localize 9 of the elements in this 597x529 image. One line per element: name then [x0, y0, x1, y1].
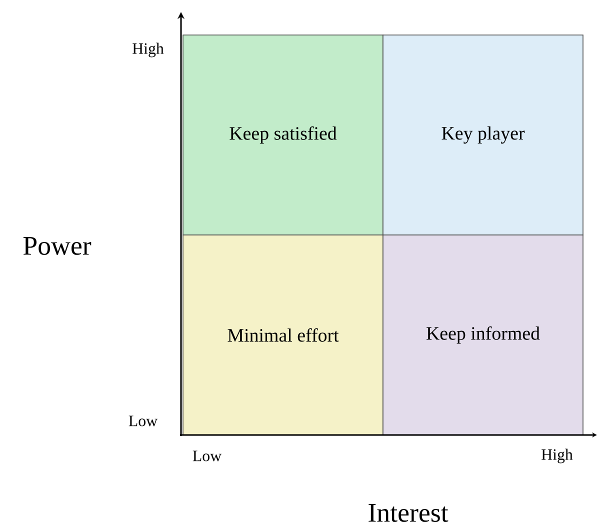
y-axis-tick-label: Low: [128, 416, 158, 426]
x-axis-title: Interest: [368, 504, 448, 522]
quadrant-box: Keep informed: [382, 234, 584, 436]
quadrant-box: Keep satisfied: [182, 34, 384, 236]
x-axis-tick-label: Low: [192, 450, 222, 462]
quadrant-box: Key player: [382, 34, 584, 236]
y-axis-title: Power: [23, 237, 92, 255]
y-axis-tick-label: High: [132, 42, 164, 58]
quadrant-box: Minimal effort: [182, 234, 384, 436]
